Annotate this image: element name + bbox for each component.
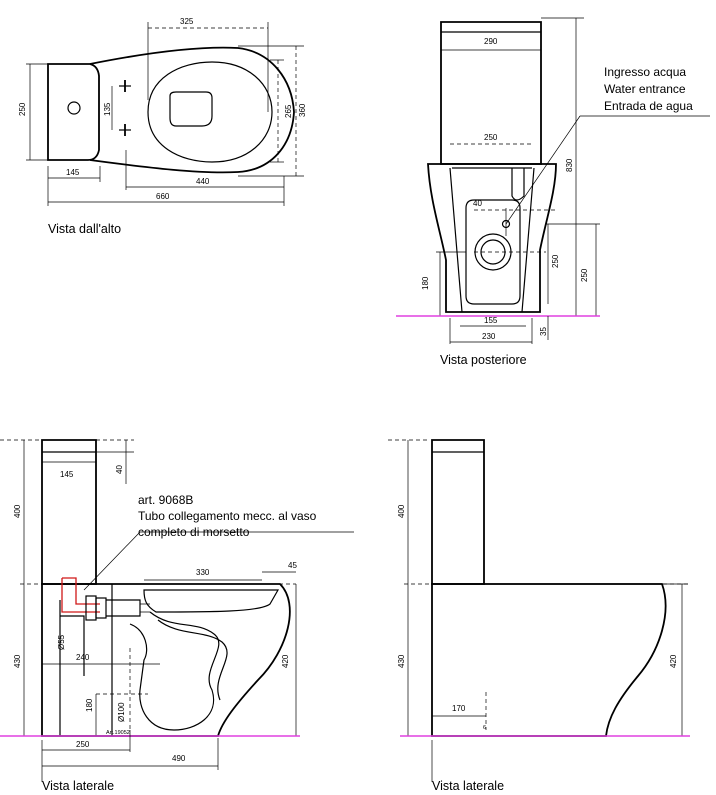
side-view-left-title: Vista laterale [42,779,114,793]
rear-port-outline [465,199,521,305]
side-bowl-outline [41,583,291,737]
dim-290: 290 [484,37,498,46]
dim-660: 660 [156,192,170,201]
dim-135: 135 [103,102,112,116]
rear-view-title: Vista posteriore [440,353,527,367]
side-view-right: 400 430 420 170 6 Vista laterale [388,439,690,793]
seat-profile [143,589,280,613]
dim-180: 180 [421,276,430,290]
article-desc-1: Tubo collegamento mecc. al vaso [138,509,317,523]
dim-170: 170 [452,704,466,713]
dim-45: 45 [288,561,297,570]
side-tank-outline [41,439,97,585]
side-right-tank-outline [431,439,485,585]
connector-pipe [61,577,100,613]
dim-250-rear-top: 250 [484,133,498,142]
side-view-left: 145 40 400 430 art. 9068B Tubo collegame… [0,439,354,793]
trap-outline [129,611,220,731]
dim-180-side: 180 [85,698,94,712]
dim-440: 440 [196,177,210,186]
dim-40: 40 [473,199,482,208]
dim-325: 325 [180,17,194,26]
article-code: art. 9068B [138,493,193,507]
dim-490: 490 [172,754,186,763]
flush-button-icon [67,101,81,115]
dim-830: 830 [565,158,574,172]
side-right-bowl-outline [431,583,667,737]
dim-145: 145 [66,168,80,177]
top-view-title: Vista dall'alto [48,222,121,236]
article-tag: Art.19052 [106,730,130,736]
dim-155: 155 [484,316,498,325]
dim-265: 265 [284,104,293,118]
water-entrance-label-en: Water entrance [604,82,686,96]
dim-240: 240 [76,653,90,662]
dim-250-height: 250 [580,268,589,282]
dim-360: 360 [298,103,307,117]
dim-430-right: 430 [397,654,406,668]
article-desc-2: completo di morsetto [138,525,250,539]
dim-145-side: 145 [60,470,74,479]
rear-view: 290 830 250 40 250 250 180 155 [396,17,710,367]
pedestal-outline [427,163,557,313]
seat-outline [147,61,273,163]
water-entrance-label-es: Entrada de agua [604,99,693,113]
dim-400-right: 400 [397,504,406,518]
dim-55: Ø55 [57,634,66,650]
dim-40-side: 40 [115,465,124,474]
water-entrance-label-it: Ingresso acqua [604,65,686,79]
dim-6: 6 [483,725,486,731]
dim-330: 330 [196,568,210,577]
dim-250-side: 250 [76,740,90,749]
top-view: 325 250 135 265 360 145 440 660 Vista da… [18,17,307,236]
dim-250-port: 250 [551,254,560,268]
side-view-right-title: Vista laterale [432,779,504,793]
bowl-opening [169,91,213,127]
dim-35: 35 [539,327,548,336]
dim-400-side: 400 [13,504,22,518]
dim-420-right: 420 [669,654,678,668]
top-view-outline [47,63,100,161]
dim-430-side: 430 [13,654,22,668]
dim-420-side: 420 [281,654,290,668]
dim-100: Ø100 [117,702,126,722]
dim-250: 250 [18,102,27,116]
dim-230: 230 [482,332,496,341]
